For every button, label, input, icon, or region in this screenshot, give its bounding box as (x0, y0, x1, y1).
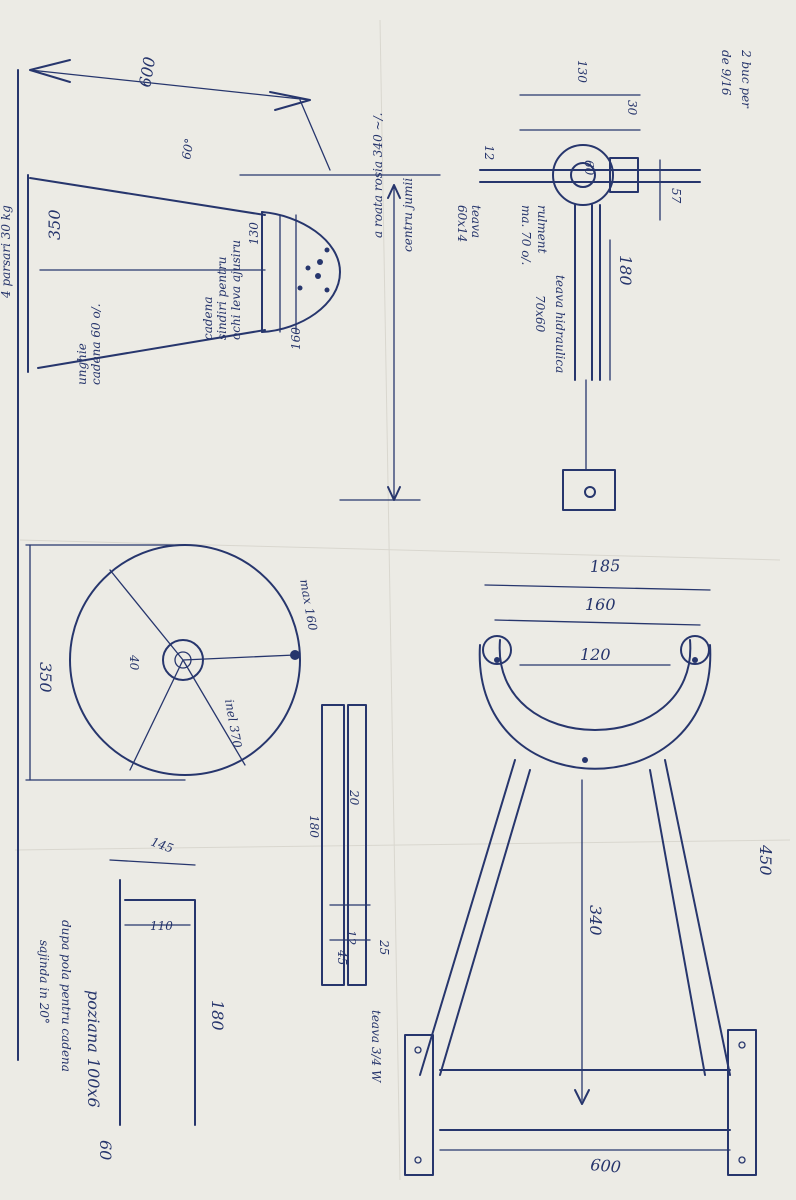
bearing-housing (552, 144, 614, 206)
dim-57: 57 (669, 188, 683, 204)
shaft-lines (479, 169, 701, 183)
tube-bearing-drawing (479, 94, 701, 511)
dim-12-bar: 12 (344, 930, 358, 945)
bar-drawing (321, 704, 371, 986)
dim-185: 185 (589, 556, 620, 576)
bracket-outline (119, 879, 196, 1126)
note-bottom-left: 4 parsari 30 kg (0, 205, 13, 299)
arrow-600-right (269, 91, 311, 111)
clamp-block (609, 157, 639, 193)
note-centru: centru jumii (401, 178, 415, 252)
top-dimension-lines (484, 584, 711, 666)
foot-left (404, 1034, 434, 1176)
trapezoid-bottom-edge (37, 329, 266, 369)
dimension-lines-top (519, 94, 641, 131)
dim-350-wheel: 350 (36, 662, 55, 693)
wheel-hub (162, 639, 204, 681)
note-ochi-3: cadena (201, 296, 215, 340)
diagonal-line (299, 99, 331, 171)
dim-600-u: 600 (590, 1155, 622, 1177)
label-ma: ma. 70 o/. (519, 205, 533, 265)
note-cadena: cadena 60 o/. (89, 303, 103, 385)
label-rulment: rulment (535, 205, 549, 254)
note-sajinda: sajinda in 20° (37, 940, 51, 1024)
dim-180-bracket: 180 (208, 1000, 227, 1031)
u-inner (498, 639, 692, 731)
trapezoid-frame-drawing (17, 59, 341, 1061)
dim-450: 450 (756, 844, 775, 876)
dim-340-u: 340 (586, 905, 605, 936)
bar-left (321, 704, 345, 986)
dim-130-upper-left: 130 (247, 222, 261, 245)
note-2-buc: 2 buc per (739, 49, 753, 109)
u-frame-drawing (404, 584, 757, 1176)
note-ochi: ochi leva ajusiru (229, 240, 243, 340)
end-block (562, 469, 616, 511)
dim-120: 120 (580, 645, 611, 664)
wheel-spokes (109, 569, 296, 771)
note-dupa-pola: dupa pola pentru cadena (59, 920, 73, 1072)
frame-legs (419, 759, 731, 1076)
half-disc-end (261, 211, 341, 333)
frame-base (439, 1069, 731, 1131)
label-inel: inel 370 (222, 698, 244, 749)
dim-145: 145 (149, 835, 175, 856)
u-outer (478, 644, 712, 770)
dim-60: 60 (582, 160, 596, 176)
bolt-rails (279, 214, 297, 333)
note-9-16: de 9/16 (719, 50, 733, 96)
bracket-dim-lines (109, 859, 196, 926)
dim-12: 12 (482, 145, 496, 160)
dim-180-bar: 180 (307, 815, 321, 838)
dim-130-upper-right: 130 (575, 60, 589, 83)
dim-60-bottom: 60 (96, 1140, 115, 1160)
foot-right (727, 1029, 757, 1176)
wheel-pin (290, 650, 300, 660)
label-60x14: 60x14 (455, 205, 469, 242)
bracket-drawing (109, 859, 196, 1126)
bolt-holes (297, 247, 330, 293)
dim-25-bar: 25 (377, 939, 391, 955)
paper-creases (14, 19, 791, 1181)
label-70x60: 70x60 (533, 295, 547, 333)
dim-160-upper-left: 160 (289, 327, 303, 350)
dim-40: 40 (127, 654, 141, 671)
dim-350-upper-left: 350 (45, 209, 64, 240)
trapezoid-top-edge (29, 177, 266, 216)
dim-20-bar: 20 (347, 789, 361, 806)
bar-right (347, 704, 367, 986)
note-roata: a roata rosia 340 ~/. (371, 113, 385, 238)
wheel-drawing (25, 544, 301, 781)
tube-body (574, 204, 601, 381)
note-cadena-2: unghie (75, 343, 89, 385)
label-teava: teava (469, 205, 483, 238)
dim-180-tube: 180 (616, 255, 635, 286)
dim-160-u: 160 (585, 595, 616, 614)
label-teava-hidraulica: teava hidraulica (553, 275, 567, 373)
dim-110: 110 (150, 919, 173, 933)
dim-60deg: 60° (179, 137, 196, 160)
note-poziana: poziana 100x6 (84, 990, 103, 1108)
dim-45-bar: 45 (335, 949, 349, 965)
arrow-600-left (29, 59, 71, 83)
dim-30: 30 (625, 100, 639, 116)
centre-dimension (239, 174, 441, 501)
dim-max-160: max 160 (297, 578, 320, 632)
dimension-line-600 (29, 69, 311, 101)
note-teava-bar: teava 3/4 W (369, 1010, 383, 1084)
note-ochi-2: sindiri pentru (215, 257, 229, 340)
